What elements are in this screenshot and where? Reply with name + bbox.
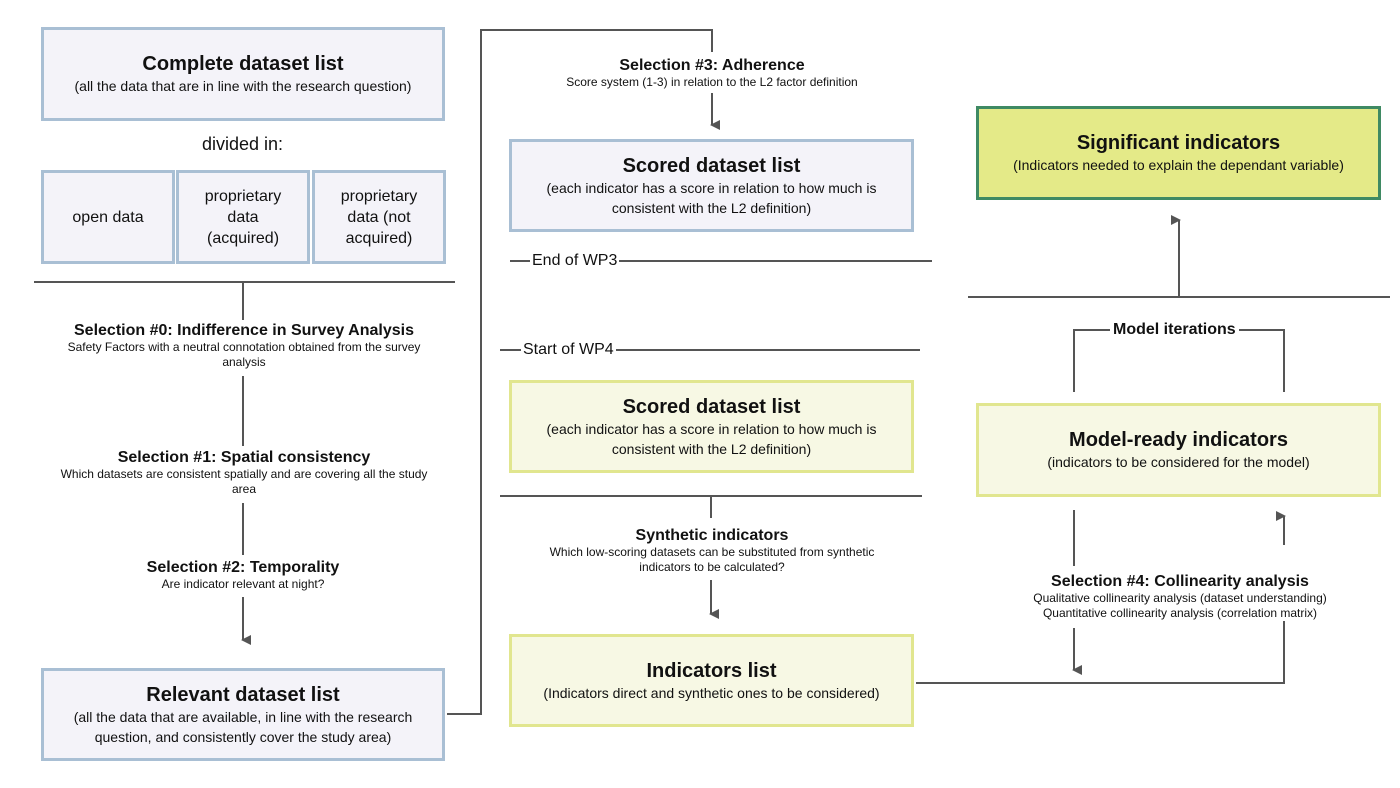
selection3-desc: Score system (1-3) in relation to the L2…: [566, 75, 858, 89]
complete-dataset-subtitle: (all the data that are in line with the …: [74, 78, 412, 94]
model-ready-title: Model-ready indicators: [1069, 429, 1288, 451]
scored-dataset-box-2: Scored dataset list (each indicator has …: [509, 380, 914, 473]
selection2-desc: Are indicator relevant at night?: [161, 577, 325, 591]
selection4-desc-qualitative: Qualitative collinearity analysis (datas…: [1033, 591, 1327, 605]
model-iterations-label: Model iterations: [1110, 320, 1239, 340]
selection1-desc: Which datasets are consistent spatially …: [60, 467, 428, 496]
category-label: proprietary data (acquired): [204, 187, 282, 247]
scored-dataset-title: Scored dataset list: [622, 154, 801, 177]
significant-indicators-title: Significant indicators: [1076, 132, 1281, 154]
selection3-label: Selection #3: Adherence Score system (1-…: [520, 56, 904, 90]
selection4-title: Selection #4: Collinearity analysis: [1051, 573, 1309, 590]
connector-relevant-to-selection3: [447, 29, 713, 715]
selection0-title: Selection #0: Indifference in Survey Ana…: [74, 322, 414, 339]
relevant-dataset-subtitle: (all the data that are available, in lin…: [73, 708, 413, 745]
indicators-list-box: Indicators list (Indicators direct and s…: [509, 634, 914, 727]
scored-dataset-subtitle: (each indicator has a score in relation …: [546, 420, 877, 457]
synthetic-indicators-title: Synthetic indicators: [635, 527, 789, 544]
selection2-label: Selection #2: Temporality Are indicator …: [88, 558, 398, 592]
scored-dataset-box-1: Scored dataset list (each indicator has …: [509, 139, 914, 232]
model-ready-box: Model-ready indicators (indicators to be…: [976, 403, 1381, 497]
complete-dataset-title: Complete dataset list: [142, 53, 344, 75]
selection2-title: Selection #2: Temporality: [146, 559, 340, 576]
scored-dataset-title: Scored dataset list: [622, 395, 801, 418]
category-proprietary-not-acquired: proprietary data (not acquired): [312, 170, 446, 264]
indicators-list-subtitle: (Indicators direct and synthetic ones to…: [543, 684, 880, 701]
selection0-desc: Safety Factors with a neutral connotatio…: [67, 340, 421, 369]
selection4-label: Selection #4: Collinearity analysis Qual…: [1002, 572, 1358, 621]
divided-in-label: divided in:: [201, 134, 284, 154]
selection1-title: Selection #1: Spatial consistency: [117, 449, 371, 466]
relevant-dataset-box: Relevant dataset list (all the data that…: [41, 668, 445, 761]
start-wp4-label: Start of WP4: [521, 340, 616, 360]
end-wp3-label: End of WP3: [530, 251, 620, 271]
relevant-dataset-title: Relevant dataset list: [146, 683, 340, 706]
category-proprietary-acquired: proprietary data (acquired): [176, 170, 310, 264]
complete-dataset-box: Complete dataset list (all the data that…: [41, 27, 445, 121]
scored-dataset-subtitle: (each indicator has a score in relation …: [546, 179, 877, 216]
synthetic-indicators-label: Synthetic indicators Which low-scoring d…: [520, 526, 904, 575]
category-label: proprietary data (not acquired): [340, 187, 418, 247]
selection3-title: Selection #3: Adherence: [619, 57, 805, 74]
model-ready-subtitle: (indicators to be considered for the mod…: [1047, 454, 1310, 470]
significant-indicators-subtitle: (Indicators needed to explain the depend…: [1013, 157, 1344, 173]
selection4-desc-quantitative: Quantitative collinearity analysis (corr…: [1042, 606, 1318, 620]
indicators-list-title: Indicators list: [646, 659, 777, 682]
category-open-data: open data: [41, 170, 175, 264]
selection1-label: Selection #1: Spatial consistency Which …: [38, 448, 450, 497]
selection0-label: Selection #0: Indifference in Survey Ana…: [38, 321, 450, 370]
category-label: open data: [72, 208, 144, 226]
synthetic-indicators-desc: Which low-scoring datasets can be substi…: [549, 545, 875, 574]
significant-indicators-box: Significant indicators (Indicators neede…: [976, 106, 1381, 200]
